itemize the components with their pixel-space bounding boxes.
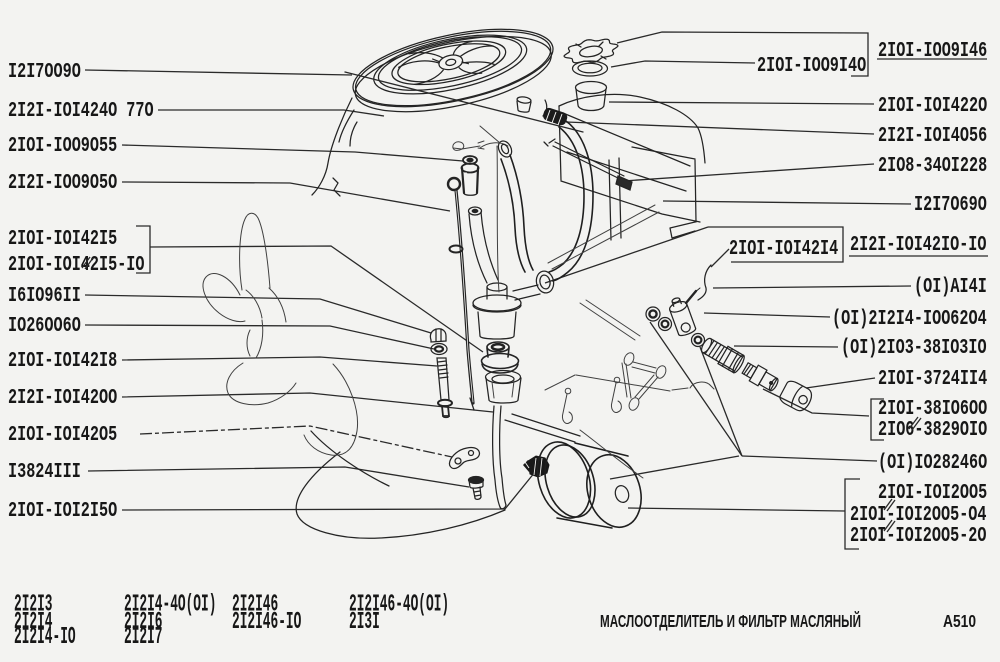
svg-text:2I2I4: 2I2I4 — [14, 609, 53, 636]
svg-text:2I2I4-IO: 2I2I4-IO — [14, 624, 76, 651]
svg-text:2I2I-IOI4O56: 2I2I-IOI4O56 — [878, 123, 987, 148]
svg-text:2IOI-IOI2OO5-2O: 2IOI-IOI2OO5-2O — [850, 523, 987, 548]
svg-text:2IOI-IOI42I4: 2IOI-IOI42I4 — [729, 236, 838, 261]
svg-text:(OI)IO28246O: (OI)IO28246O — [878, 450, 987, 475]
svg-text:2IOI-38IO6OO: 2IOI-38IO6OO — [878, 396, 987, 421]
svg-text:I6IO96II: I6IO96II — [8, 283, 81, 308]
svg-text:2I2I7: 2I2I7 — [124, 624, 163, 651]
svg-text:2I2I46: 2I2I46 — [232, 591, 278, 618]
svg-text:2IOI-IOI2OO5: 2IOI-IOI2OO5 — [878, 480, 987, 505]
svg-text:2IOI-IOI2OO5-O4: 2IOI-IOI2OO5-O4 — [850, 502, 987, 527]
svg-text:(OI)2IO3-38IO3IO: (OI)2IO3-38IO3IO — [841, 335, 987, 360]
svg-text:2IOI-IOI2I5O: 2IOI-IOI2I5O — [8, 498, 117, 523]
svg-text:I2I7OO9O: I2I7OO9O — [8, 59, 81, 84]
svg-text:I3824III: I3824III — [8, 459, 81, 484]
svg-text:(OI)2I2I4-IOO62O4: (OI)2I2I4-IOO62O4 — [832, 306, 987, 331]
svg-text:2IO6-3829OIO: 2IO6-3829OIO — [878, 417, 987, 442]
svg-text:2I2I-IOI42OO: 2I2I-IOI42OO — [8, 385, 117, 410]
svg-text:2I2I4-4O(OI): 2I2I4-4O(OI) — [124, 591, 216, 618]
svg-text:(OI)AI4I: (OI)AI4I — [914, 274, 987, 299]
svg-text:2IOI-3724II4: 2IOI-3724II4 — [878, 366, 987, 391]
svg-text:2IOI-IOI42I8: 2IOI-IOI42I8 — [8, 348, 117, 373]
svg-text:2I2I-IOI42IO-IO: 2I2I-IOI42IO-IO — [850, 232, 987, 257]
svg-text:2IOI-IOO9O55: 2IOI-IOO9O55 — [8, 133, 117, 158]
svg-text:2I2I46-4O(OI): 2I2I46-4O(OI) — [349, 591, 449, 618]
svg-text:2I2I46-IO: 2I2I46-IO — [232, 609, 301, 636]
svg-text:МАСЛООТДЕЛИТЕЛЬ И ФИЛЬТР МАСЛЯ: МАСЛООТДЕЛИТЕЛЬ И ФИЛЬТР МАСЛЯНЫЙ — [600, 611, 861, 631]
svg-text:2IOI-IOO9I4O: 2IOI-IOO9I4O — [757, 53, 866, 78]
svg-text:А510: А510 — [943, 611, 976, 631]
svg-text:2IOI-IOI422O: 2IOI-IOI422O — [878, 93, 987, 118]
svg-text:2IOI-IOI42I5-IO: 2IOI-IOI42I5-IO — [8, 252, 145, 277]
svg-text:2IOI-IOI42I5: 2IOI-IOI42I5 — [8, 226, 117, 251]
svg-text:2IOI-IOI42O5: 2IOI-IOI42O5 — [8, 422, 117, 447]
svg-text:2I3I: 2I3I — [349, 609, 380, 636]
svg-text:2I2I-IOO9O5O: 2I2I-IOO9O5O — [8, 170, 117, 195]
svg-text:2I2I-IOI424O 77O: 2I2I-IOI424O 77O — [8, 98, 154, 123]
svg-text:2IO8-34OI228: 2IO8-34OI228 — [878, 153, 987, 178]
svg-text:2I2I3: 2I2I3 — [14, 591, 53, 618]
svg-text:I2I7O69O: I2I7O69O — [914, 192, 987, 217]
svg-text:IO26OO6O: IO26OO6O — [8, 313, 81, 338]
svg-text:2I2I6: 2I2I6 — [124, 609, 163, 636]
